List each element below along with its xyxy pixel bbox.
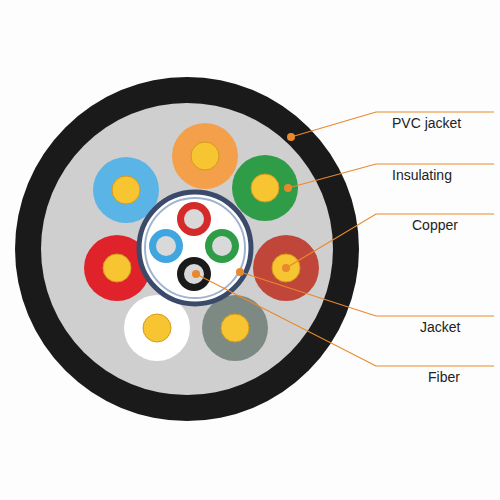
part-label: Fiber — [428, 370, 460, 385]
pvc-jacket — [15, 77, 359, 421]
part-label: Copper — [412, 218, 458, 233]
part-label: Jacket — [420, 320, 460, 335]
part-label: Insulating — [392, 168, 452, 183]
fiber-tube — [139, 192, 251, 304]
copper-conductors — [84, 123, 319, 361]
filler — [41, 103, 333, 395]
leader-dots — [192, 133, 295, 278]
leader-lines — [196, 112, 494, 366]
part-label: PVC jacket — [392, 116, 461, 131]
